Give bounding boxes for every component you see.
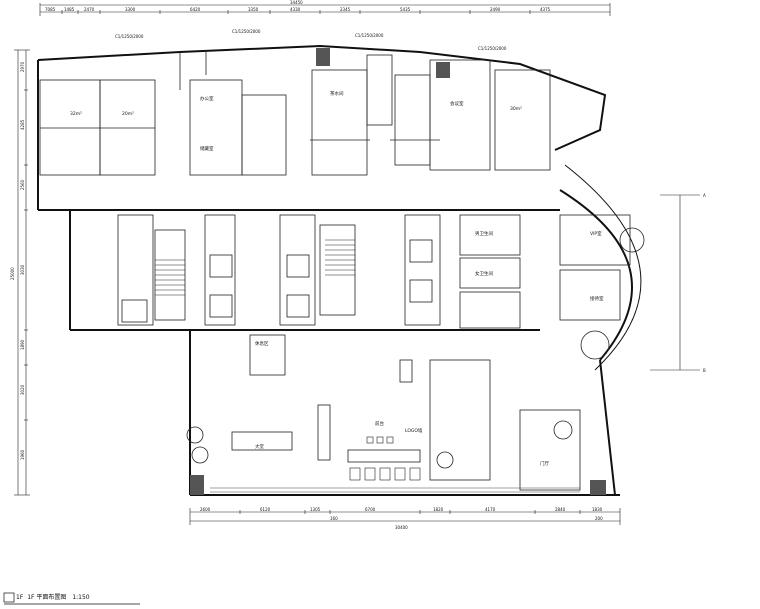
dim-bottom-right: 200 (595, 516, 603, 521)
dim-top-1: 7085 (45, 7, 56, 12)
lobby-seating-blocks (349, 436, 421, 481)
dim-left-4: 3030 (20, 264, 25, 275)
dim-top-5: 6420 (190, 7, 201, 12)
room-label-office: 办公室 (200, 95, 214, 102)
dim-top-4: 3300 (125, 7, 136, 12)
dim-bottom-total-1: 160 (330, 516, 338, 521)
room-label-logo-wall: LOGO墙 (405, 427, 423, 434)
curtain-wall-label-3: C1/1250/2000 (355, 33, 384, 38)
dim-left-1: 2970 (20, 61, 25, 72)
dim-left-7: 1960 (20, 449, 25, 460)
grid-marker-b: B (703, 368, 706, 373)
dim-top-11: 4375 (540, 7, 551, 12)
dim-top-total: 34450 (290, 0, 303, 5)
dim-bottom-3: 1305 (310, 507, 321, 512)
dim-top-8: 2345 (340, 7, 351, 12)
room-label-toilet-f: 女卫生间 (475, 270, 493, 277)
room-label-toilet-m: 男卫生间 (475, 230, 493, 237)
left-dimension-chain (14, 49, 30, 496)
dim-top-6: 3350 (248, 7, 259, 12)
dim-left-6: 3020 (20, 384, 25, 395)
dim-top-7: 4330 (290, 7, 301, 12)
structural-columns (190, 48, 606, 495)
bottom-dimension-chain (189, 508, 621, 525)
lobby-area (186, 334, 581, 491)
dim-left-2: 4285 (20, 119, 25, 130)
dim-bottom-2: 6120 (260, 507, 271, 512)
upper-room-partitions (39, 50, 551, 176)
curtain-wall-label-4: C1/1250/2000 (478, 46, 507, 51)
drawing-title-block: 1F 1F 平面布置图 1:150 (4, 592, 90, 601)
dim-bottom-7: 2840 (555, 507, 566, 512)
entrance-hatch (210, 487, 580, 493)
room-label-lobby: 大堂 (255, 443, 264, 450)
room-label-area-2: 32m² (70, 111, 82, 117)
grid-marker-lines (650, 194, 700, 371)
dim-bottom-5: 1820 (433, 507, 444, 512)
curtain-wall-label-2: C1/1250/2000 (232, 29, 261, 34)
room-label-reception: 接待室 (590, 295, 604, 302)
floor-marker: 1F (16, 594, 24, 601)
room-label-vip: VIP室 (590, 230, 602, 237)
curtain-wall-label-1: C1/1250/2000 (115, 34, 144, 39)
room-label-area-1: 20m² (122, 111, 134, 117)
floor-marker-box (3, 592, 15, 603)
grid-marker-a: A (703, 193, 706, 198)
room-label-area-3: 30m² (510, 106, 522, 112)
room-label-meeting: 会议室 (450, 100, 464, 107)
stair-treads (155, 239, 355, 296)
room-label-hall: 门厅 (540, 460, 549, 467)
room-label-storage: 储藏室 (200, 145, 214, 152)
top-dimension-chain (39, 3, 611, 16)
dim-bottom-total-2: 30400 (395, 525, 408, 530)
room-label-lounge: 休息区 (255, 340, 269, 347)
room-label-tea: 茶水间 (330, 90, 344, 97)
dim-bottom-6: 4170 (485, 507, 496, 512)
dim-top-9: 5435 (400, 7, 411, 12)
dim-left-3: 2560 (20, 179, 25, 190)
exterior-walls (37, 44, 642, 496)
dim-bottom-1: 2600 (200, 507, 211, 512)
dim-left-total: 25000 (10, 267, 15, 280)
core-elevators-stairs (117, 214, 441, 326)
dim-left-5: 1890 (20, 339, 25, 350)
dim-top-10: 2490 (490, 7, 501, 12)
drawing-scale: 1:150 (72, 594, 90, 601)
dim-bottom-4: 6700 (365, 507, 376, 512)
drawing-title: 1F 平面布置图 (27, 594, 67, 601)
right-rooms (459, 214, 645, 360)
dim-top-3: 2470 (84, 7, 95, 12)
room-label-front-desk: 前台 (375, 420, 384, 427)
dim-bottom-8: 1830 (592, 507, 603, 512)
dim-top-2: 1485 (64, 7, 75, 12)
